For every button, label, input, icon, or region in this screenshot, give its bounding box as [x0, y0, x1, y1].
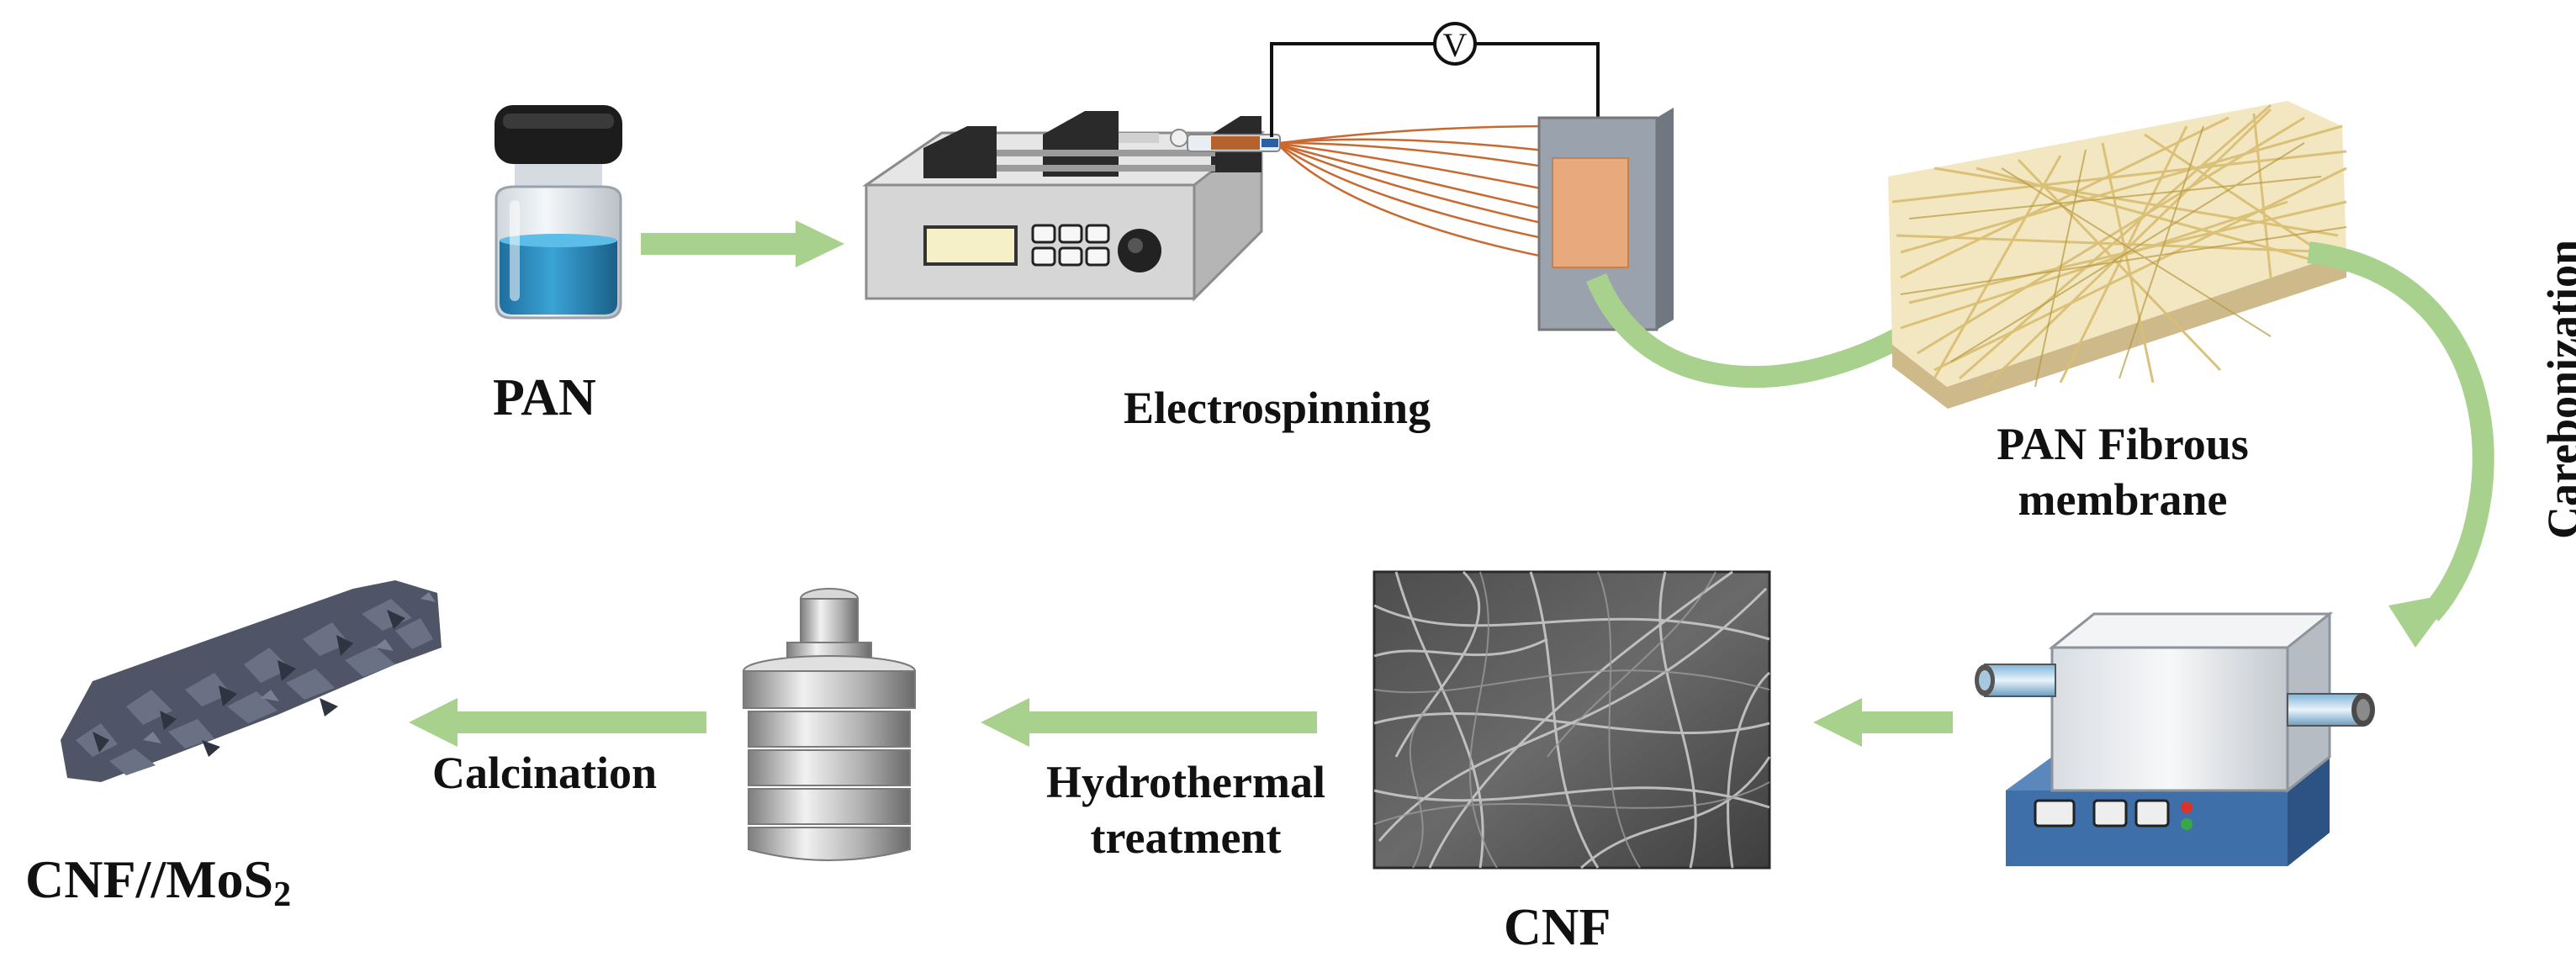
label-pan-fibrous-membrane: PAN Fibrous membrane [1963, 417, 2282, 528]
cnf-sem-image [1373, 570, 1771, 870]
syringe-pump-icon [862, 111, 1281, 302]
label-cnf: CNF [1504, 899, 1611, 956]
label-pan-fibrous-line1: PAN Fibrous [1997, 419, 2249, 469]
voltmeter-icon [1433, 22, 1477, 66]
label-pan-fibrous-line2: membrane [2018, 473, 2228, 525]
label-cnf-mos2: CNF//MoS2 [25, 853, 292, 914]
arrow-cnf-to-hydrothermal [981, 698, 1317, 747]
arrow-membrane-to-furnace [2307, 241, 2494, 648]
tube-furnace-icon [1975, 611, 2375, 866]
label-hydrothermal-treatment: Hydrothermal treatment [1009, 755, 1362, 866]
autoclave-icon [743, 588, 916, 861]
pan-fiber-membrane-icon [1888, 101, 2347, 409]
voltage-source-circuit: V [1270, 22, 1600, 137]
arrow-pan-to-electrospinning [641, 220, 844, 267]
label-carbonization: Carebonization [2538, 240, 2576, 540]
label-electrospinning: Electrospinning [1124, 383, 1431, 433]
label-hydrothermal-line1: Hydrothermal [1046, 757, 1325, 807]
label-pan: PAN [493, 369, 596, 426]
label-cnf-mos2-subscript: 2 [273, 875, 292, 914]
label-cnf-mos2-main: CNF//MoS [25, 849, 274, 909]
arrow-hydrothermal-to-calcination [409, 698, 706, 747]
pan-bottle-icon [495, 105, 622, 320]
electrospinning-jets [1279, 124, 1565, 262]
cnf-mos2-product-icon [61, 580, 442, 782]
label-calcination: Calcination [432, 748, 658, 798]
voltmeter-symbol: V [1443, 26, 1468, 64]
arrow-furnace-to-cnf [1813, 698, 1953, 747]
label-hydrothermal-line2: treatment [1090, 812, 1282, 863]
